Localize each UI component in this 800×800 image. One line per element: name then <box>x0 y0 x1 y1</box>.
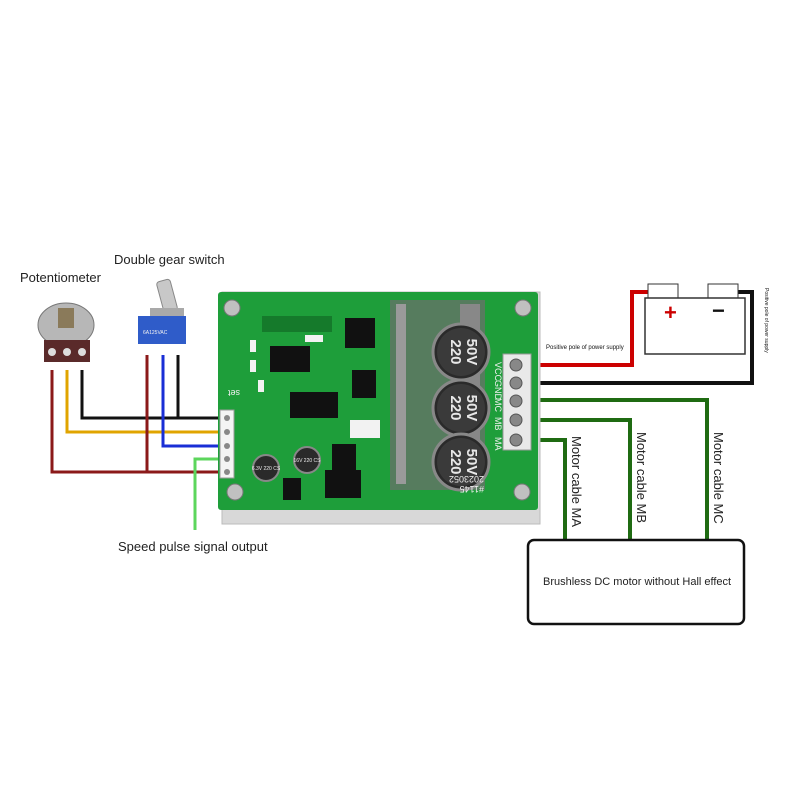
mosfet-icon <box>325 470 361 498</box>
wire-power-black <box>520 290 754 385</box>
screw-icon <box>226 483 244 501</box>
pin-ma: MA <box>493 437 503 451</box>
toggle-switch-icon: 6A125VAC <box>138 278 186 344</box>
mosfet-icon <box>283 478 301 500</box>
battery-icon: + − <box>644 283 746 355</box>
resistor-icon <box>350 420 380 438</box>
cap-1-line2: 220 <box>447 339 464 364</box>
capacitor-1: 50V 220 <box>431 322 491 382</box>
cap-2-line2: 220 <box>447 395 464 420</box>
chip-icon <box>270 346 310 372</box>
chip-icon <box>332 444 356 472</box>
controller-board: 50V 220 50V 220 50V 220 6.3V 220 CS 16V … <box>218 291 541 525</box>
small-cap-2-text: 16V 220 CS <box>294 458 322 464</box>
silk-date: 2023052 <box>449 474 484 484</box>
switch-marking: 6A125VAC <box>143 330 168 336</box>
silk-set: set <box>227 388 240 398</box>
battery-minus: − <box>712 298 725 323</box>
motor-cable-mc-label: Motor cable MC <box>711 432 726 524</box>
motor-box-label: Brushless DC motor without Hall effect <box>543 576 731 588</box>
pin-mc: MC <box>493 398 503 412</box>
wire-power-red <box>520 290 665 367</box>
wire-switch-blue <box>161 355 222 448</box>
wire-pot-red <box>50 370 222 474</box>
positive-pole-label-a: Positive pole of power supply <box>546 345 624 351</box>
small-cap-1-text: 6.3V 220 CS <box>252 466 281 472</box>
cap-3-line2: 220 <box>447 449 464 474</box>
screw-icon <box>514 299 532 317</box>
positive-pole-label-b: Positive pole of power supply <box>763 288 769 353</box>
motor-cable-ma-label: Motor cable MA <box>569 436 584 527</box>
chip-icon <box>352 370 376 398</box>
screw-icon <box>513 483 531 501</box>
screw-icon <box>223 299 241 317</box>
pin-gnd: GND <box>493 380 503 401</box>
chip-icon <box>290 392 338 418</box>
wire-pot-yellow <box>65 370 222 434</box>
speed-pulse-label: Speed pulse signal output <box>118 539 268 554</box>
potentiometer-label: Potentiometer <box>20 270 102 285</box>
cap-3-line1: 50V <box>463 449 480 476</box>
motor-box <box>526 538 746 626</box>
small-capacitor-2: 16V 220 CS <box>293 446 322 474</box>
pin-vcc: VCC <box>493 362 503 382</box>
wire-pot-black <box>80 370 222 420</box>
potentiometer-icon <box>37 302 95 362</box>
cap-2-line1: 50V <box>463 395 480 422</box>
capacitor-3: 50V 220 <box>431 432 491 492</box>
chip-icon <box>345 318 375 348</box>
small-capacitor-1: 6.3V 220 CS <box>252 454 281 482</box>
wire-mc <box>520 398 709 540</box>
silk-code: #1145 <box>460 484 484 494</box>
double-gear-switch-label: Double gear switch <box>114 252 225 267</box>
battery-plus: + <box>664 300 677 325</box>
pin-mb: MB <box>493 417 503 431</box>
wire-mb <box>520 418 632 540</box>
wire-speed-green <box>193 457 222 530</box>
capacitor-2: 50V 220 <box>431 378 491 438</box>
cap-1-line1: 50V <box>463 339 480 366</box>
motor-cable-mb-label: Motor cable MB <box>634 432 649 523</box>
